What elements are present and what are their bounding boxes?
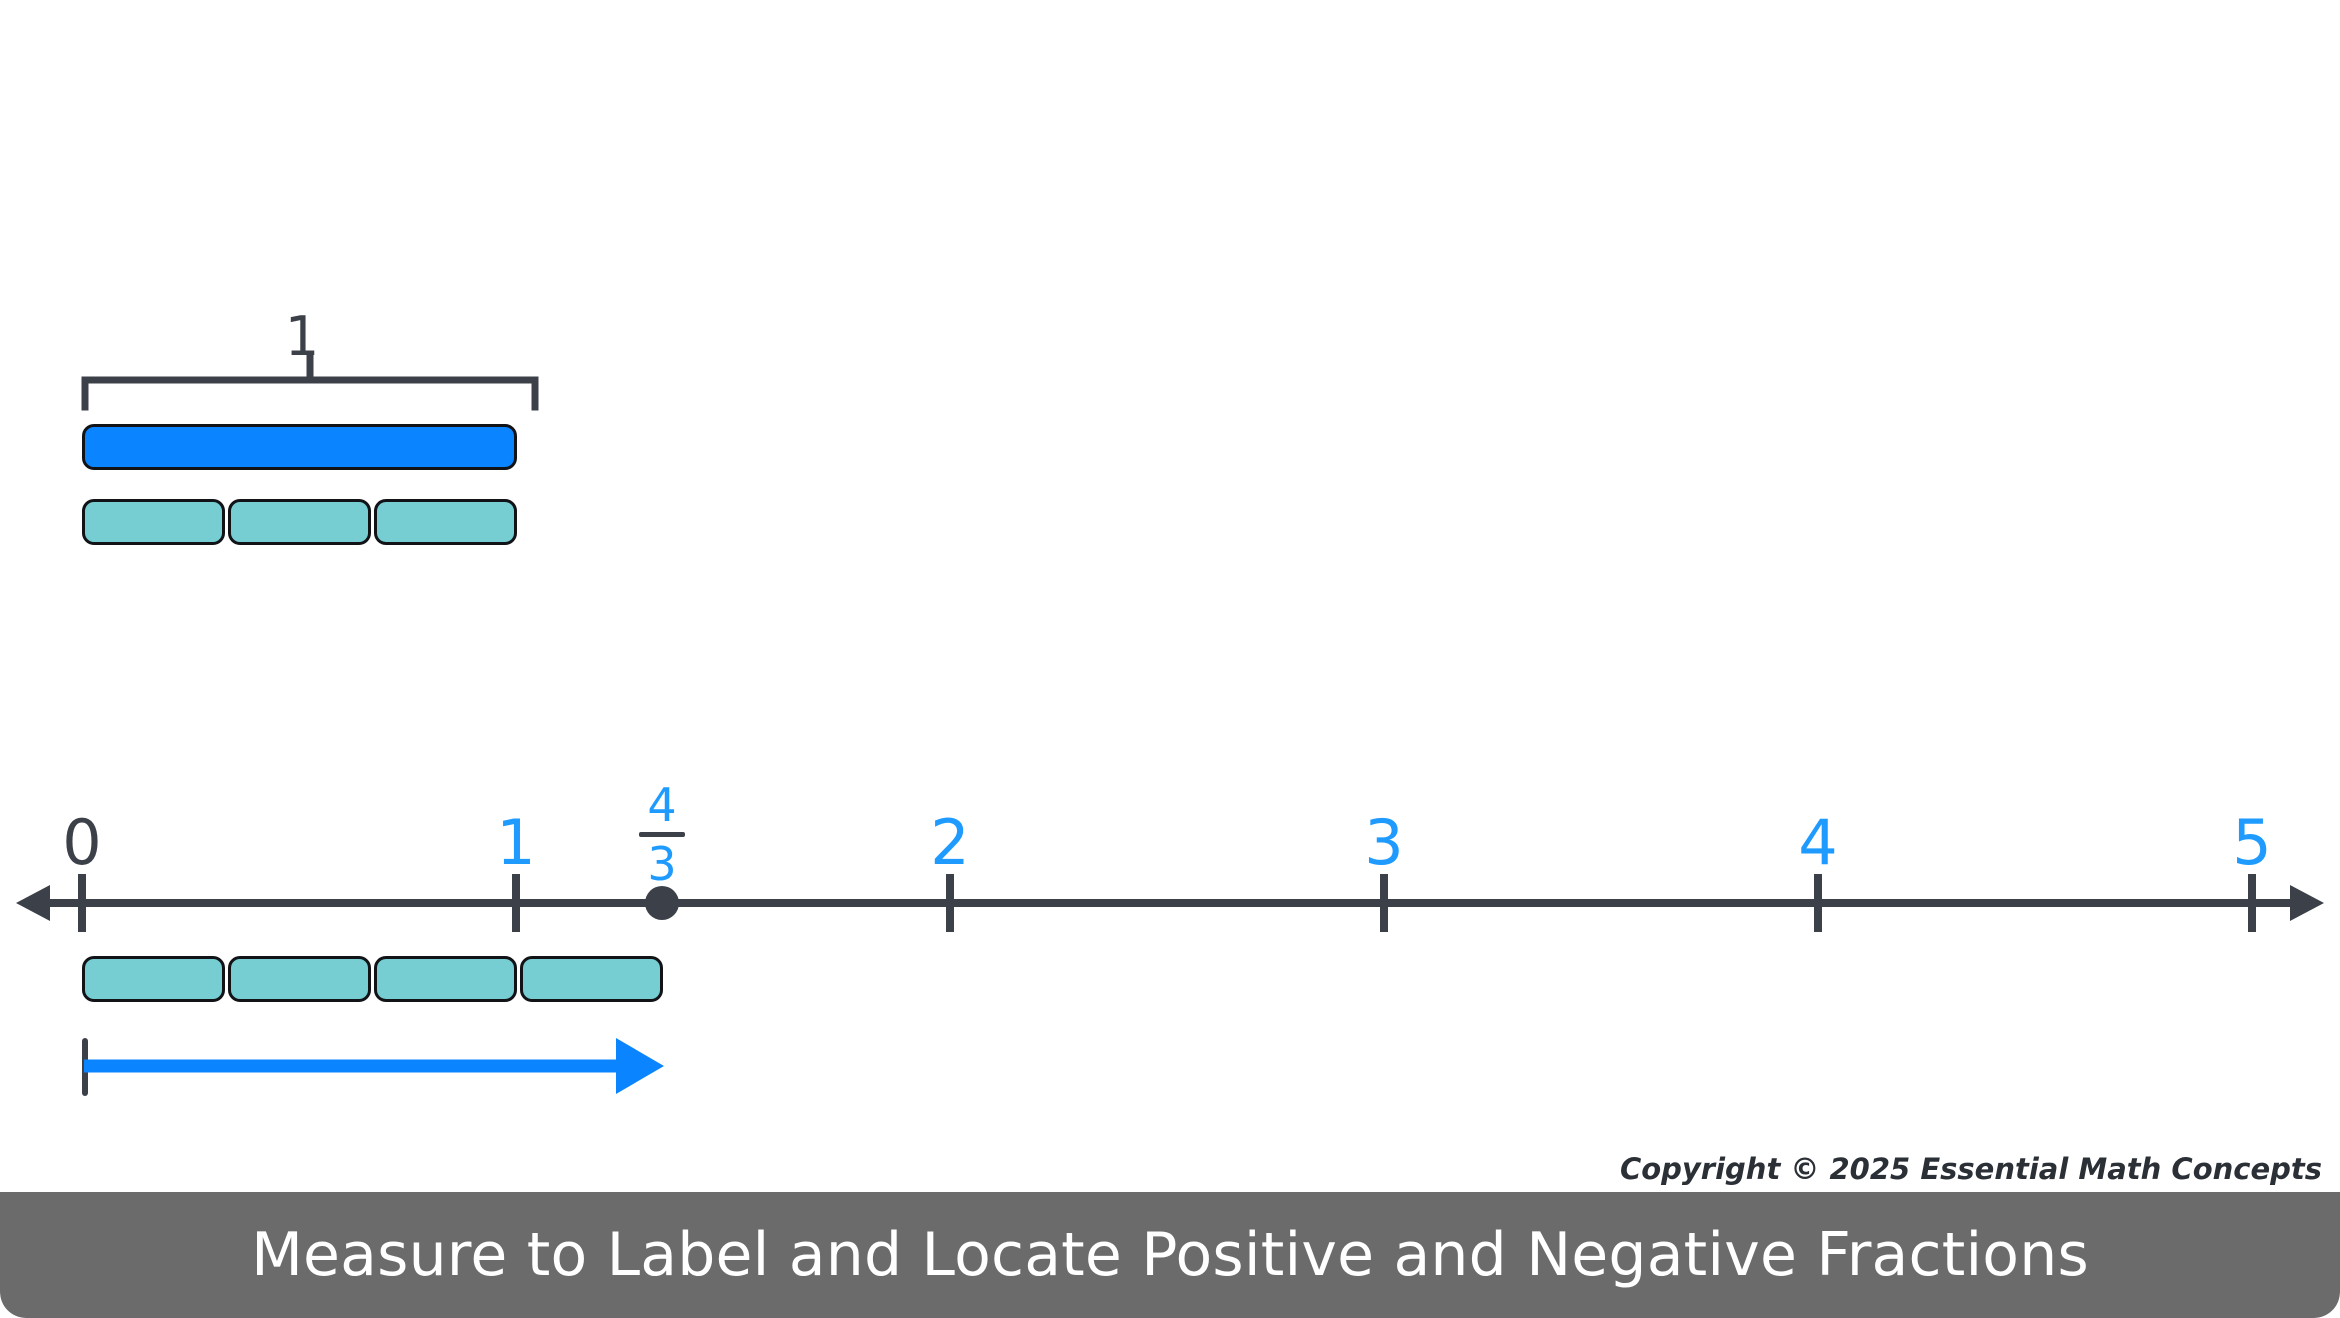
- copyright-text: Copyright © 2025 Essential Math Concepts: [1619, 1152, 2322, 1186]
- unit-whole-bar: [82, 424, 517, 470]
- whole-brace: [81, 355, 539, 411]
- tick-label-0: 0: [62, 806, 102, 879]
- third-bar: [82, 956, 225, 1002]
- third-bar: [228, 499, 371, 545]
- tick-label-3: 3: [1364, 806, 1404, 879]
- tick-label-5: 5: [2232, 806, 2272, 879]
- fraction-denominator: 3: [647, 837, 677, 891]
- third-bar: [228, 956, 371, 1002]
- title-bar: Measure to Label and Locate Positive and…: [0, 1192, 2340, 1318]
- number-line-axis: [16, 874, 2324, 932]
- tick-label-2: 2: [930, 806, 970, 879]
- one-whole-model: 1: [0, 0, 2340, 620]
- measure-arrow: [84, 1038, 664, 1094]
- tick-label-4: 4: [1798, 806, 1838, 879]
- third-bar: [374, 499, 517, 545]
- fraction-vinculum: [639, 832, 685, 837]
- third-bar: [520, 956, 663, 1002]
- slide-title: Measure to Label and Locate Positive and…: [251, 1220, 2089, 1290]
- tick-label-1: 1: [496, 806, 536, 879]
- third-bar: [82, 499, 225, 545]
- third-bar: [374, 956, 517, 1002]
- fraction-label-four-thirds: 4 3: [639, 782, 685, 887]
- fraction-numerator: 4: [647, 778, 677, 832]
